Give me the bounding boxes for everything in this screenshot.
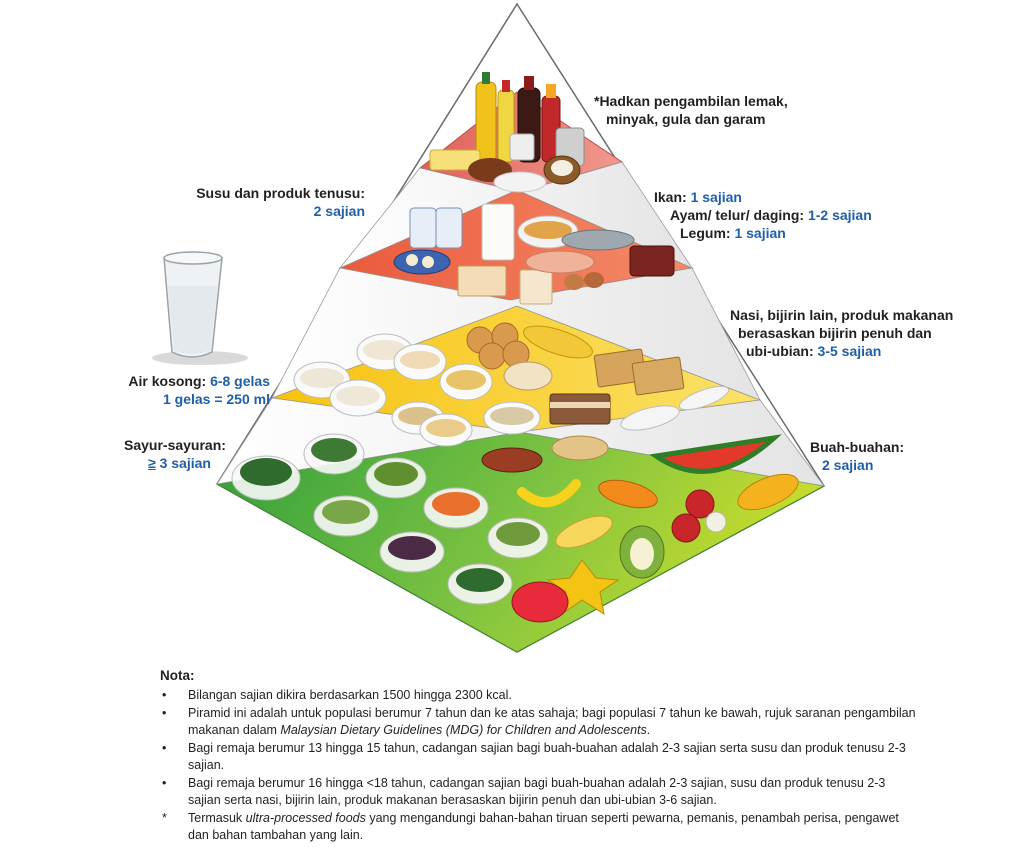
food-pyramid (152, 2, 826, 653)
serving-legume: 1 sajian (734, 225, 786, 241)
note-item: *Termasuk ultra-processed foods yang men… (162, 811, 899, 842)
serving-grains: 3-5 sajian (817, 343, 882, 359)
notes-section: Nota: •Bilangan sajian dikira berdasarka… (160, 668, 920, 845)
note-item: •Bagi remaja berumur 16 hingga <18 tahun… (162, 776, 886, 807)
fats-oils-sugar-salt-items (429, 72, 585, 193)
notes-title: Nota: (160, 668, 195, 683)
label-protein: Ikan: 1 sajian Ayam/ telur/ daging: 1-2 … (654, 189, 872, 241)
label-fats-oils-sugar-salt: *Hadkan pengambilan lemak, minyak, gula … (594, 93, 788, 127)
label-water: Air kosong: 6-8 gelas 1 gelas = 250 ml (100, 372, 270, 408)
label-dairy: Susu dan produk tenusu: 2 sajian (170, 184, 365, 220)
note-item: •Piramid ini adalah untuk populasi berum… (162, 706, 916, 737)
notes-list: •Bilangan sajian dikira berdasarkan 1500… (160, 687, 920, 844)
water-glass-icon (152, 251, 248, 365)
tier-wall-grain (271, 267, 761, 401)
note-item: •Bilangan sajian dikira berdasarkan 1500… (162, 687, 512, 702)
fruit-items (511, 434, 799, 623)
serving-meat: 1-2 sajian (807, 207, 872, 223)
grain-items (293, 322, 730, 473)
serving-vegetables: ≥ 3 sajian (148, 455, 211, 471)
water-glass-volume: 1 gelas = 250 ml (162, 391, 270, 407)
protein-dairy-items (393, 203, 675, 305)
label-fruits: Buah-buahan: 2 sajian (810, 439, 905, 473)
note-item: •Bagi remaja berumur 13 hingga 15 tahun,… (162, 741, 906, 772)
serving-fruits: 2 sajian (822, 457, 874, 473)
serving-water: 6-8 gelas (210, 373, 270, 389)
label-vegetables: Sayur-sayuran: ≥ 3 sajian (124, 437, 226, 471)
vegetable-items (231, 433, 549, 605)
serving-dairy: 2 sajian (313, 203, 365, 219)
serving-fish: 1 sajian (690, 189, 742, 205)
label-grains: Nasi, bijirin lain, produk makanan beras… (730, 307, 954, 359)
